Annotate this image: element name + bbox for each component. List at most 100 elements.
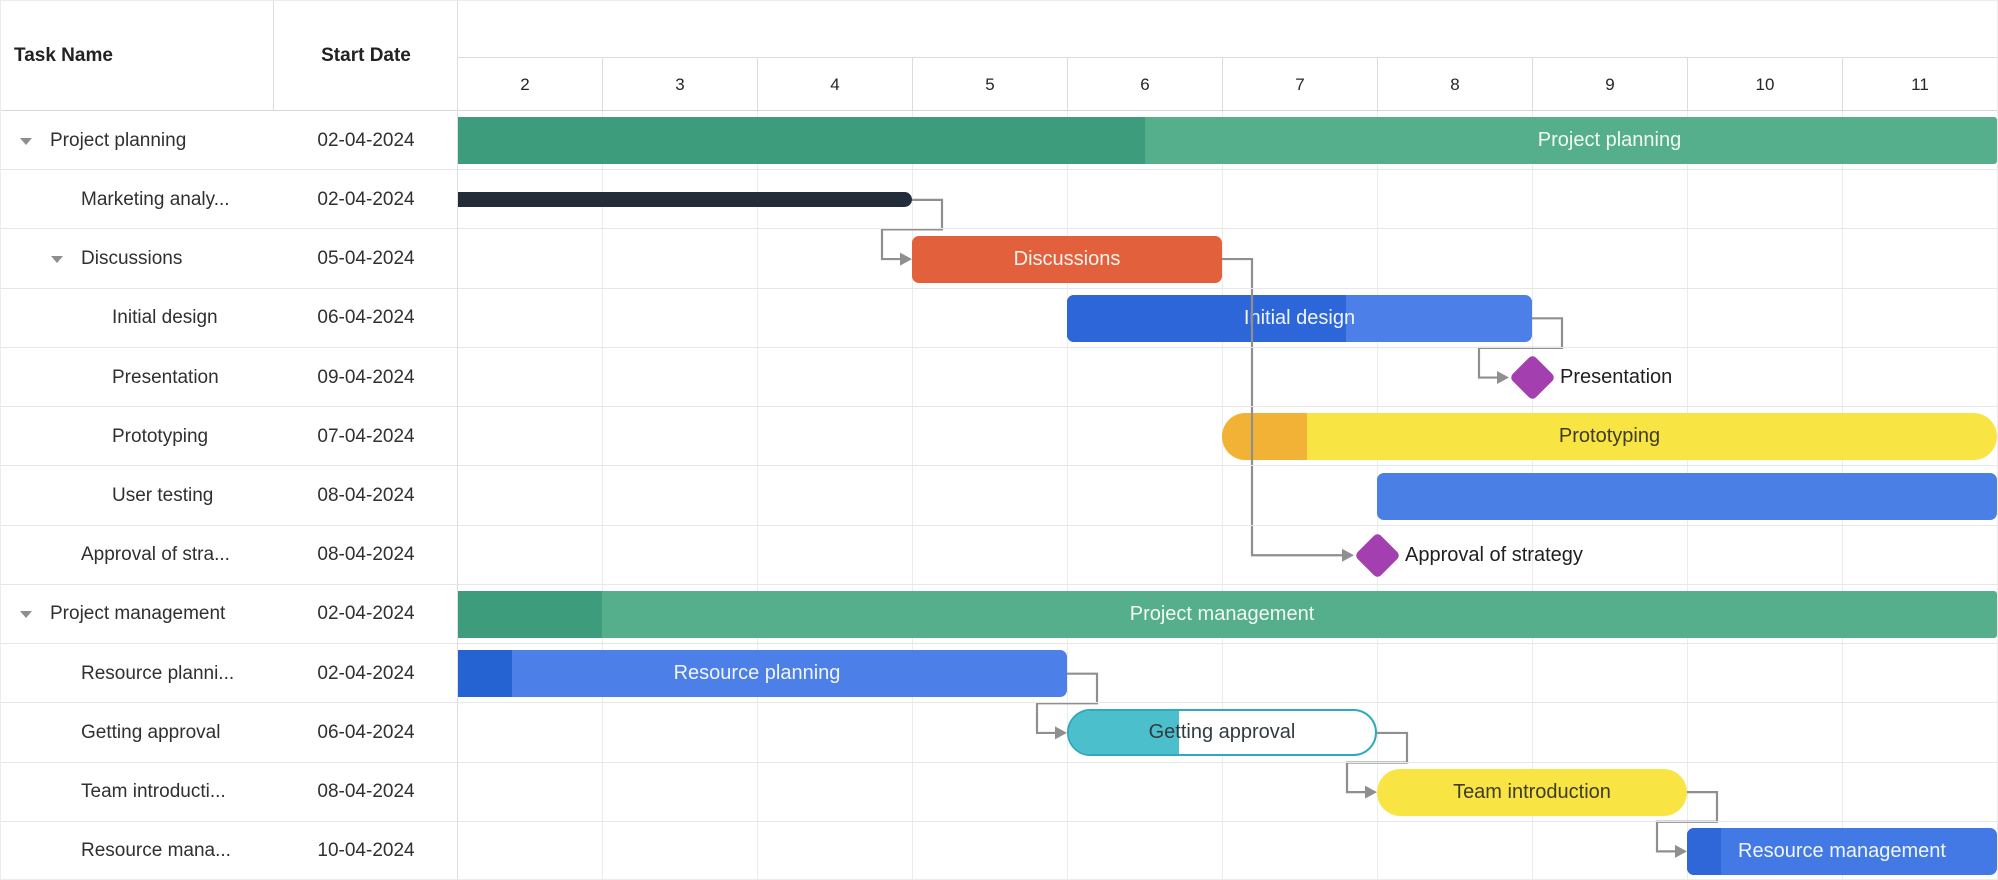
task-start-date: 06-04-2024 (317, 307, 415, 329)
table-row[interactable]: Discussions 05-04-2024 (1, 229, 458, 288)
gantt-bar-bar[interactable]: Resource planning (458, 650, 1067, 698)
day-gridline (1222, 111, 1223, 879)
day-gridline-header (757, 58, 758, 111)
table-row[interactable]: User testing 08-04-2024 (1, 466, 458, 525)
row-separator (1, 406, 1997, 408)
day-gridline-header (602, 58, 603, 111)
table-row[interactable]: Marketing analy...02-04-2024 (1, 170, 458, 229)
day-gridline (912, 111, 913, 879)
grid-column-divider (273, 1, 274, 111)
task-name: Project planning (50, 129, 187, 151)
gantt-bar-pill[interactable]: Prototyping (1222, 413, 1997, 461)
timeline-header-topline (458, 57, 1997, 58)
bar-label: Getting approval (1148, 721, 1296, 744)
collapse-caret-icon[interactable] (51, 256, 63, 264)
task-name: User testing (112, 484, 214, 506)
task-name-header-label: Task Name (14, 45, 113, 66)
bar-label: Prototyping (1558, 425, 1661, 448)
day-gridline (602, 111, 603, 879)
pane-divider (457, 1, 458, 879)
gantt-bar-bar[interactable]: Resource management (1687, 827, 1997, 875)
row-separator (1, 465, 1997, 467)
gantt-bar-pill[interactable]: Team introduction (1377, 768, 1687, 816)
milestone-icon[interactable] (1508, 354, 1556, 401)
progress-fill (458, 590, 602, 638)
milestone-label: Approval of strategy (1405, 543, 1583, 566)
row-separator (1, 346, 1997, 348)
gantt-bar-outline-pill[interactable]: Getting approval (1067, 709, 1377, 757)
task-start-date: 05-04-2024 (317, 248, 415, 270)
task-name: Approval of stra... (81, 544, 230, 566)
task-name: Marketing analy... (81, 188, 230, 210)
row-separator (1, 643, 1997, 645)
task-start-date: 07-04-2024 (317, 425, 415, 447)
bar-label: Project management (1129, 602, 1315, 625)
progress-fill (1222, 413, 1308, 461)
day-gridline (1067, 111, 1068, 879)
table-row[interactable]: Resource planni...02-04-2024 (1, 644, 458, 703)
task-name: Resource mana... (81, 840, 231, 862)
task-name: Discussions (81, 248, 183, 270)
gantt-bar-bar[interactable] (1377, 472, 1997, 520)
gantt-bar-thin[interactable] (458, 192, 912, 208)
task-start-date: 08-04-2024 (317, 781, 415, 803)
timeline-day-label: 11 (1842, 58, 1997, 111)
timeline-day-label: 5 (912, 58, 1067, 111)
task-start-date: 02-04-2024 (317, 129, 415, 151)
task-grid: Task Name Start Date Project planning 02-… (1, 1, 458, 879)
timeline-day-label: 4 (757, 58, 912, 111)
bar-label: Initial design (1243, 306, 1356, 329)
task-name: Team introducti... (81, 781, 226, 803)
gantt-bar-bar[interactable]: Initial design (1067, 294, 1532, 342)
timeline-day-label: 2 (458, 58, 602, 111)
gantt-bar-summary[interactable]: Project management (458, 590, 1997, 638)
table-row[interactable]: Team introducti... 08-04-2024 (1, 763, 458, 822)
row-separator (1, 761, 1997, 763)
start-date-header-label: Start Date (321, 45, 411, 66)
row-separator (1, 702, 1997, 704)
gantt-bar-bar[interactable]: Discussions (912, 235, 1222, 283)
task-name: Project management (50, 603, 226, 625)
task-start-date: 08-04-2024 (317, 484, 415, 506)
bar-label: Resource planning (673, 662, 841, 685)
task-start-date: 09-04-2024 (317, 366, 415, 388)
day-gridline-header (1222, 58, 1223, 111)
bar-label: Project planning (1537, 129, 1682, 152)
row-separator (1, 524, 1997, 526)
table-row[interactable]: Initial design 06-04-2024 (1, 289, 458, 348)
task-name: Resource planni... (81, 662, 235, 684)
timeline-day-label: 10 (1687, 58, 1842, 111)
column-header-start-date[interactable]: Start Date (274, 1, 458, 111)
collapse-caret-icon[interactable] (20, 611, 32, 619)
header-bottom-line (1, 110, 1997, 111)
collapse-caret-icon[interactable] (20, 137, 32, 145)
dependency-arrow-icon (900, 252, 912, 266)
task-start-date: 06-04-2024 (317, 721, 415, 743)
day-gridline-header (1532, 58, 1533, 111)
timeline-day-label: 8 (1377, 58, 1532, 111)
table-row[interactable]: Approval of stra... 08-04-2024 (1, 526, 458, 585)
task-name: Initial design (112, 307, 218, 329)
bar-label: Resource management (1738, 839, 1946, 862)
task-start-date: 08-04-2024 (317, 544, 415, 566)
progress-fill (1687, 827, 1722, 875)
table-row[interactable]: Project planning 02-04-2024 (1, 111, 458, 170)
day-gridline (757, 111, 758, 879)
row-separator (1, 583, 1997, 585)
bar-label: Discussions (1013, 247, 1121, 270)
milestone-label: Presentation (1560, 366, 1673, 389)
gantt-bar-summary[interactable]: Project planning (458, 117, 1997, 165)
column-header-task-name[interactable]: Task Name (1, 1, 287, 111)
table-row[interactable]: Resource mana...10-04-2024 (1, 822, 458, 879)
timeline-day-label: 9 (1532, 58, 1687, 111)
progress-fill (458, 117, 1145, 165)
milestone-icon[interactable] (1353, 531, 1401, 579)
row-separator (1, 169, 1997, 171)
day-gridline-header (1067, 58, 1068, 111)
